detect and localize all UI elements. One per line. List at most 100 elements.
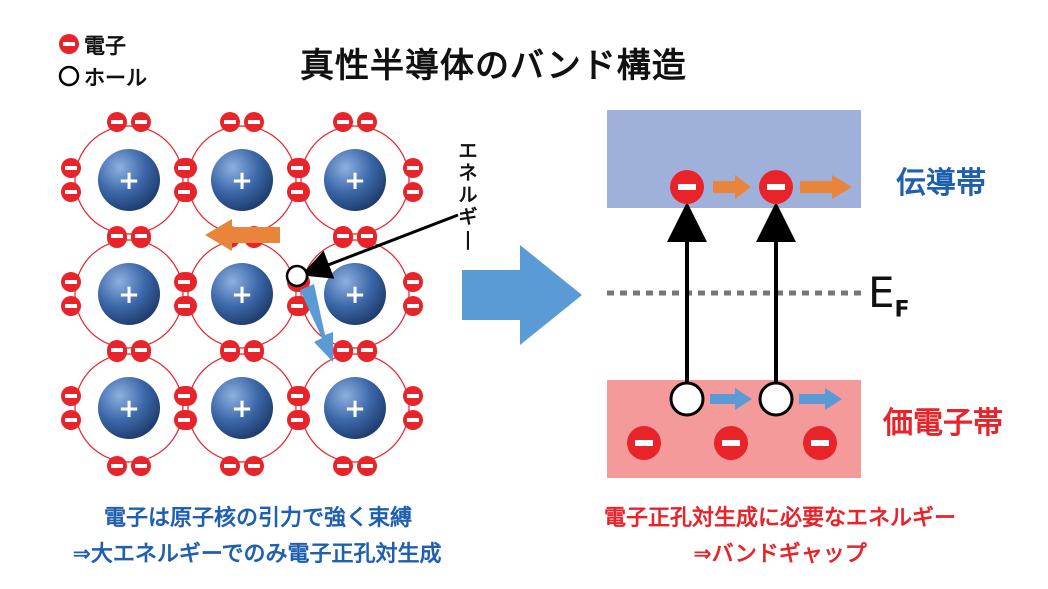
lattice-electron (357, 456, 377, 476)
lattice-electron (403, 272, 423, 292)
lattice-electron (357, 226, 377, 246)
energy-pointer-arrow (300, 213, 459, 279)
band-caption-line1: 電子正孔対生成に必要なエネルギー (603, 506, 956, 531)
atom-orbit (74, 125, 184, 235)
nucleus-plus-sign: + (118, 394, 140, 424)
nucleus-plus-sign: + (118, 166, 140, 196)
fermi-e: E (868, 268, 895, 317)
vb-hole-2 (758, 381, 794, 417)
lattice-electron (287, 296, 307, 316)
lattice-electron (220, 340, 240, 360)
atom-nucleus (211, 263, 273, 325)
lattice-electron (174, 410, 194, 430)
lattice-electron (403, 158, 423, 178)
lattice-electron (131, 340, 151, 360)
lattice-electron (220, 456, 240, 476)
fermi-level-label: EF (868, 268, 910, 322)
page-title: 真性半導体のバンド構造 (300, 46, 687, 86)
nucleus-plus-sign: + (231, 166, 253, 196)
lattice-electron (244, 112, 264, 132)
atom-nucleus (324, 263, 386, 325)
cb-drift-arrow-2 (800, 175, 852, 199)
lattice-electron (61, 410, 81, 430)
lattice-electron (333, 340, 353, 360)
lattice-electron (131, 112, 151, 132)
lattice-electron (174, 182, 194, 202)
atom-lattice: + + + + + + + + + (61, 112, 423, 476)
atom-nucleus (98, 263, 160, 325)
vb-drift-arrow-1 (710, 388, 752, 410)
energy-label-char: ネ (458, 162, 478, 184)
lattice-electron (61, 272, 81, 292)
transition-arrow (462, 245, 582, 345)
lattice-electron (287, 158, 307, 178)
vb-electron-1 (627, 426, 661, 460)
lattice-electron (174, 158, 194, 178)
atom-orbit (187, 353, 297, 463)
atom-nucleus (324, 377, 386, 439)
nucleus-plus-sign: + (118, 280, 140, 310)
atom-nucleus (324, 149, 386, 211)
vb-drift-arrow-2 (799, 388, 842, 410)
electron-hop-arrow (205, 219, 280, 251)
atom-nucleus (98, 149, 160, 211)
lattice-electron (287, 386, 307, 406)
lattice-electron (174, 296, 194, 316)
fermi-subscript: F (894, 297, 910, 323)
lattice-electron (131, 226, 151, 246)
vb-electron-3 (803, 426, 837, 460)
valence-band-label: 価電子帯 (883, 406, 1003, 441)
vb-electron-2 (714, 426, 748, 460)
atom-nucleus (211, 149, 273, 211)
lattice-electron (333, 112, 353, 132)
lattice-electron (333, 456, 353, 476)
nucleus-plus-sign: + (231, 394, 253, 424)
lattice-hole (285, 264, 309, 288)
lattice-electron (107, 112, 127, 132)
electron-escape-arrow (300, 284, 333, 362)
lattice-electron (333, 226, 353, 246)
lattice-electron (61, 182, 81, 202)
nucleus-plus-sign: + (344, 280, 366, 310)
atom-orbit (74, 239, 184, 349)
lattice-electron (357, 340, 377, 360)
atom-nucleus (98, 377, 160, 439)
energy-vertical-label: エネルギ| (456, 140, 480, 250)
nucleus-plus-sign: + (344, 166, 366, 196)
lattice-electron (174, 386, 194, 406)
lattice-caption-line2: ⇒大エネルギーでのみ電子正孔対生成 (72, 542, 442, 567)
atom-orbit (300, 353, 410, 463)
lattice-electron (61, 296, 81, 316)
energy-label-char: ギ (458, 206, 478, 228)
nucleus-plus-sign: + (344, 394, 366, 424)
lattice-electron (357, 112, 377, 132)
lattice-electron (61, 386, 81, 406)
lattice-electron (131, 456, 151, 476)
lattice-electron (107, 456, 127, 476)
lattice-electron (287, 182, 307, 202)
conduction-band-label: 伝導帯 (896, 166, 986, 201)
lattice-electron (403, 182, 423, 202)
energy-label-char: | (464, 228, 472, 250)
lattice-electron (403, 296, 423, 316)
lattice-electron (403, 386, 423, 406)
atom-nucleus (211, 377, 273, 439)
legend-hole-icon (58, 65, 80, 87)
lattice-electron (244, 456, 264, 476)
energy-label-char: エ (458, 140, 478, 162)
lattice-electron (403, 410, 423, 430)
cb-electron-1 (670, 170, 704, 204)
nucleus-plus-sign: + (231, 280, 253, 310)
atom-orbit (74, 353, 184, 463)
lattice-electron (107, 340, 127, 360)
atom-orbit (300, 125, 410, 235)
lattice-electron (61, 158, 81, 178)
cb-drift-arrow-1 (713, 175, 751, 199)
lattice-electron (287, 410, 307, 430)
lattice-caption-line1: 電子は原子核の引力で強く束縛 (103, 506, 412, 531)
lattice-electron (174, 272, 194, 292)
legend-electron-icon (59, 34, 79, 54)
legend-electron-label: 電子 (84, 34, 126, 58)
energy-label-char: ル (458, 184, 478, 206)
